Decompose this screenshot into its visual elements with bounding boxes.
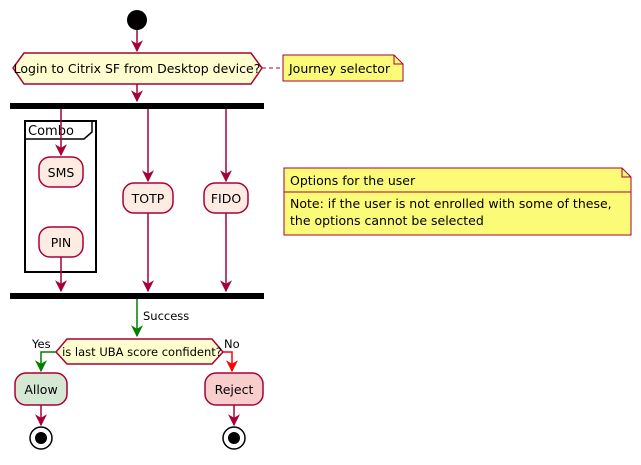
decision-login[interactable] (12, 52, 263, 85)
edge-no (223, 351, 238, 373)
note-options-line2: the options cannot be selected (290, 213, 484, 228)
activity-totp-label: TOTP (131, 191, 165, 206)
edge-yes (35, 351, 56, 373)
activity-reject-label: Reject (215, 382, 254, 397)
note-journey-fold (393, 55, 403, 65)
note-options (283, 167, 632, 236)
decision-uba-label: is last UBA score confident? (62, 345, 222, 359)
edge-yes-label: Yes (31, 337, 51, 351)
combo-title: Combo (28, 124, 74, 139)
decision-login-label: Login to Citrix SF from Desktop device? (14, 61, 261, 76)
end-node-reject (222, 426, 246, 450)
join-bar (10, 293, 264, 299)
combo-tab (25, 120, 93, 140)
note-options-fold (621, 168, 631, 178)
end-node-allow (29, 426, 53, 450)
edge-no-label: No (224, 337, 240, 351)
note-options-line1: Note: if the user is not enrolled with s… (290, 196, 612, 211)
activity-allow-label: Allow (24, 382, 57, 397)
activity-pin-label: PIN (51, 235, 72, 250)
note-journey-text: Journey selector (288, 61, 391, 76)
activity-sms-label: SMS (48, 165, 75, 180)
activity-fido-label: FIDO (211, 191, 242, 206)
fork-bar (10, 103, 264, 109)
note-journey (282, 54, 404, 82)
activity-sms[interactable] (38, 156, 84, 188)
edge-success-label: Success (143, 309, 189, 323)
note-options-title: Options for the user (290, 173, 416, 188)
start-node (127, 10, 147, 30)
